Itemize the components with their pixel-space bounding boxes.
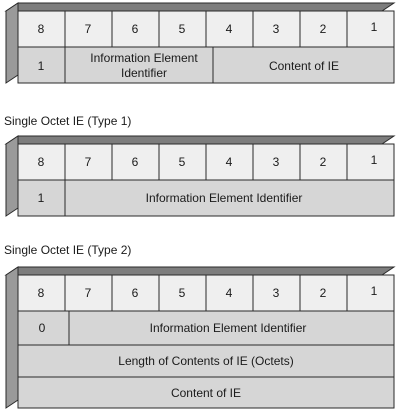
bit-label: 8 xyxy=(38,155,45,169)
bit-cell xyxy=(111,274,160,312)
content-label: Content of IE xyxy=(269,59,339,73)
bit-label: 2 xyxy=(320,286,327,300)
bit-cell xyxy=(205,143,254,181)
bit-label: 4 xyxy=(226,286,233,300)
caption-type-2: Single Octet IE (Type 2) xyxy=(4,243,131,257)
octet-row-1: 1 Information Element Identifier xyxy=(17,179,395,217)
box-top-face xyxy=(4,2,396,12)
iei-label-line2: Identifier xyxy=(121,66,167,80)
bit-label: 3 xyxy=(273,286,280,300)
box-left-face xyxy=(5,2,19,84)
bit-label: 1 xyxy=(371,20,378,34)
bit-label: 8 xyxy=(38,22,45,36)
bit-cell xyxy=(205,274,254,312)
octet-row-1: 0 Information Element Identifier xyxy=(17,310,395,346)
ext-bit-cell xyxy=(17,179,66,217)
bit-label: 6 xyxy=(132,22,139,36)
ext-bit-value: 1 xyxy=(38,191,45,205)
bit-label: 4 xyxy=(226,22,233,36)
caption-type-1: Single Octet IE (Type 1) xyxy=(4,114,131,128)
bit-label: 5 xyxy=(179,22,186,36)
bit-label: 6 xyxy=(132,286,139,300)
content-label: Content of IE xyxy=(171,386,241,400)
bit-cell xyxy=(158,143,207,181)
iei-label-line1: Information Element xyxy=(90,51,198,65)
bit-cell xyxy=(111,143,160,181)
bit-label: 3 xyxy=(273,155,280,169)
box-top-face xyxy=(4,266,396,276)
bit-label: 4 xyxy=(226,155,233,169)
ext-bit-value: 1 xyxy=(38,59,45,73)
bit-header-row: 8 7 6 5 4 3 2 1 xyxy=(17,10,395,48)
bit-label: 3 xyxy=(273,22,280,36)
box-left-face xyxy=(5,135,19,217)
octet-row-1: 1 Information Element Identifier Content… xyxy=(17,46,395,84)
octet-row-2: Length of Contents of IE (Octets) xyxy=(17,344,395,378)
bit-label: 2 xyxy=(320,155,327,169)
bit-label: 1 xyxy=(371,284,378,298)
bit-label: 8 xyxy=(38,286,45,300)
bit-cell xyxy=(299,10,348,48)
iei-cell xyxy=(64,179,395,217)
iei-label: Information Element Identifier xyxy=(146,191,303,205)
content-cell xyxy=(17,376,395,409)
ext-bit-cell xyxy=(17,46,66,84)
content-cell xyxy=(212,46,395,84)
box-top-face xyxy=(4,135,396,145)
bit-cell xyxy=(346,143,395,181)
bit-label: 1 xyxy=(371,153,378,167)
bit-cell xyxy=(17,10,66,48)
bit-cell xyxy=(299,274,348,312)
bit-header-row: 8 7 6 5 4 3 2 1 xyxy=(17,274,395,312)
bit-cell xyxy=(252,143,301,181)
octet-row-3: Content of IE xyxy=(17,376,395,409)
bit-cell xyxy=(299,143,348,181)
bit-cell xyxy=(158,274,207,312)
bit-header-row: 8 7 6 5 4 3 2 1 xyxy=(17,143,395,181)
bit-label: 5 xyxy=(179,286,186,300)
length-label: Length of Contents of IE (Octets) xyxy=(118,354,293,368)
bit-label: 5 xyxy=(179,155,186,169)
bit-label: 7 xyxy=(85,22,92,36)
bit-label: 7 xyxy=(85,155,92,169)
diagram-single-octet-type-1: 8 7 6 5 4 3 2 1 1 Information Element Id… xyxy=(4,135,396,217)
box-left-face xyxy=(5,266,19,409)
diagram-single-octet-type-2: 8 7 6 5 4 3 2 1 0 Information Element Id… xyxy=(4,266,396,409)
iei-label: Information Element Identifier xyxy=(150,321,307,335)
bit-cell xyxy=(205,10,254,48)
ext-bit-value: 0 xyxy=(39,321,46,335)
bit-label: 7 xyxy=(85,286,92,300)
bit-label: 6 xyxy=(132,155,139,169)
bit-cell xyxy=(17,143,66,181)
diagram-ie-general: 8 7 6 5 4 3 2 1 1 Information Element Id… xyxy=(4,2,396,84)
bit-label: 2 xyxy=(320,22,327,36)
